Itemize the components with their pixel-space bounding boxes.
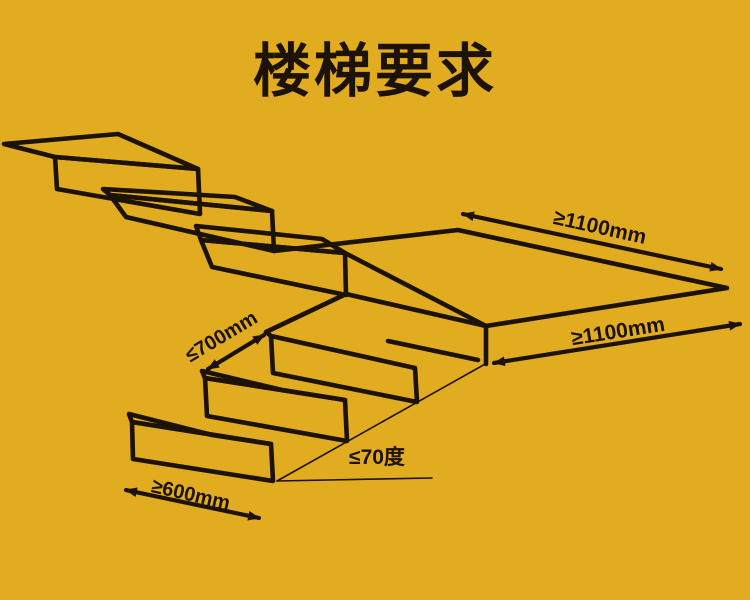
landing-left-top-edge [342,250,489,329]
step-run-label: ≤700mm [182,307,262,367]
landing-top-face [271,227,730,329]
page-title: 楼梯要求 [252,39,497,104]
lower-step3-riser [129,419,276,484]
slope-hypotenuse-line [276,362,488,482]
landing-underside-edge [385,338,481,363]
upper-flight [1,131,349,298]
lower-step1-tread-edge [263,291,349,335]
max-angle-label: ≤70度 [349,445,405,469]
stair-width-label: ≥600mm [149,475,232,514]
angle-reference [276,362,488,482]
platform-width-arrow [491,320,743,367]
upper-step1-riser [52,154,203,217]
upper-step1-tread [1,131,201,172]
platform-depth-arrow [460,211,724,272]
step-run-arrow [205,332,267,372]
dimension-labels: ≥1100mm ≥1100mm ≤700mm ≤70度 ≥600mm [149,206,666,515]
lower-step2-riser [202,375,350,444]
angle-baseline [276,477,433,482]
landing-left-bottom-edge [343,291,489,329]
stair-width-arrow [123,487,262,521]
dimension-arrows [123,211,743,521]
upper-step3-riser [198,237,349,298]
